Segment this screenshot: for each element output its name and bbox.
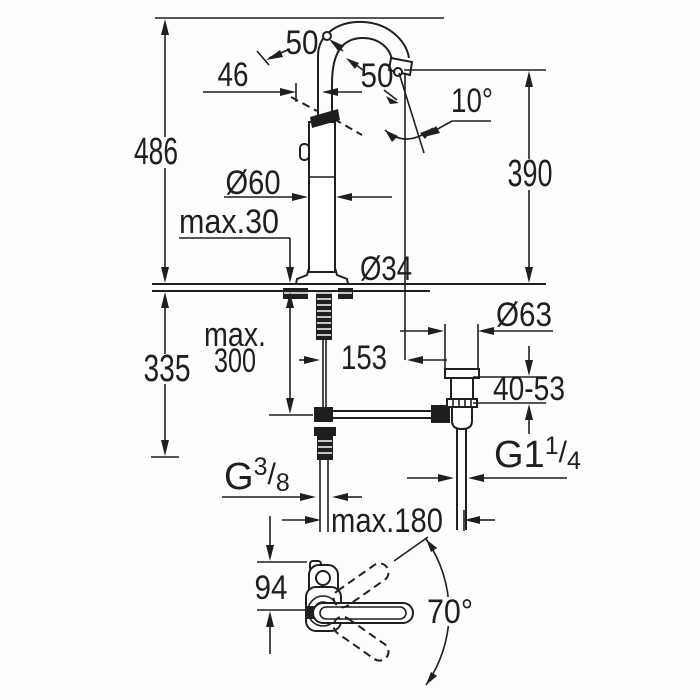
dim-spout-offset-tip: 50 bbox=[346, 57, 399, 104]
dim-label-153: 153 bbox=[341, 339, 387, 377]
dim-label-10deg: 10° bbox=[451, 82, 493, 120]
lever-inner-line bbox=[319, 606, 407, 620]
lever-swung-up-dashed bbox=[332, 562, 390, 609]
dim-spout-angle: 10° bbox=[384, 82, 493, 142]
dim-label-max180: max.180 bbox=[331, 502, 443, 540]
dim-label-o63: Ø63 bbox=[496, 296, 552, 334]
dim-total-height: 486 bbox=[132, 19, 180, 283]
dim-label-o34: Ø34 bbox=[360, 250, 412, 288]
spout-angle-line bbox=[398, 72, 425, 154]
dim-label-50b: 50 bbox=[361, 57, 394, 95]
mounting-hardware bbox=[283, 288, 353, 340]
dim-label-max: max. bbox=[204, 316, 266, 354]
datum-circle-spout-top bbox=[322, 31, 332, 41]
dim-deck-thickness: max.30 bbox=[179, 203, 294, 283]
lever-hub bbox=[306, 606, 316, 619]
dim-body-diameter: Ø60 bbox=[224, 164, 392, 202]
dim-label-335: 335 bbox=[144, 348, 191, 390]
dim-label-486: 486 bbox=[134, 131, 178, 173]
lever-raised-dashed bbox=[333, 118, 363, 136]
dim-label-70deg: 70° bbox=[427, 593, 473, 631]
dim-lever-depth: 94 bbox=[255, 516, 307, 654]
lever-tab bbox=[299, 143, 310, 161]
dim-depth-below-deck: 335 bbox=[141, 292, 193, 458]
rod-joint bbox=[314, 407, 333, 422]
dim-label-g38: G3/8 bbox=[224, 453, 290, 498]
lever-top-view bbox=[312, 602, 414, 624]
dim-label-g1-14: G11/4 bbox=[494, 432, 581, 476]
dim-drain-flange-diameter: Ø63 bbox=[400, 296, 553, 368]
dim-offset-46: 46 bbox=[203, 56, 362, 102]
callout-supply-thread: G3/8 bbox=[222, 453, 362, 501]
datum-circle-spout-tip bbox=[393, 67, 403, 77]
dim-label-max30: max.30 bbox=[179, 203, 279, 241]
bottle-trap bbox=[444, 368, 480, 530]
pop-up-rod-assembly bbox=[314, 340, 450, 423]
dim-lever-reach: max.180 bbox=[282, 502, 495, 562]
faucet-top-view bbox=[305, 560, 414, 662]
dim-label-4053: 40-53 bbox=[493, 370, 565, 408]
dim-label-46: 46 bbox=[218, 56, 249, 94]
lever-raised-dashed bbox=[290, 96, 318, 112]
dim-label-50a: 50 bbox=[286, 24, 319, 62]
dim-spout-offset-top: 50 bbox=[256, 24, 344, 66]
faucet-body bbox=[308, 121, 336, 273]
dim-rod-to-axis: 153 bbox=[299, 339, 447, 377]
lever-swung-down-dashed bbox=[332, 615, 390, 662]
dim-hose-length: max. 300 bbox=[204, 292, 313, 416]
dim-label-94: 94 bbox=[255, 569, 288, 607]
dim-spout-height: 390 bbox=[505, 71, 555, 283]
dim-reference-lines bbox=[155, 17, 546, 360]
threaded-shank bbox=[316, 291, 332, 340]
trap-inlet-fitting bbox=[431, 405, 450, 423]
dim-trap-adjustment: 40-53 bbox=[473, 346, 565, 434]
callout-drain-thread: G11/4 bbox=[407, 432, 581, 482]
dim-label-300: 300 bbox=[214, 342, 256, 380]
dim-label-390: 390 bbox=[508, 153, 553, 195]
dim-swing-angle: 70° bbox=[425, 538, 475, 686]
faucet-front-view bbox=[290, 20, 414, 285]
dim-label-o60: Ø60 bbox=[226, 164, 281, 202]
